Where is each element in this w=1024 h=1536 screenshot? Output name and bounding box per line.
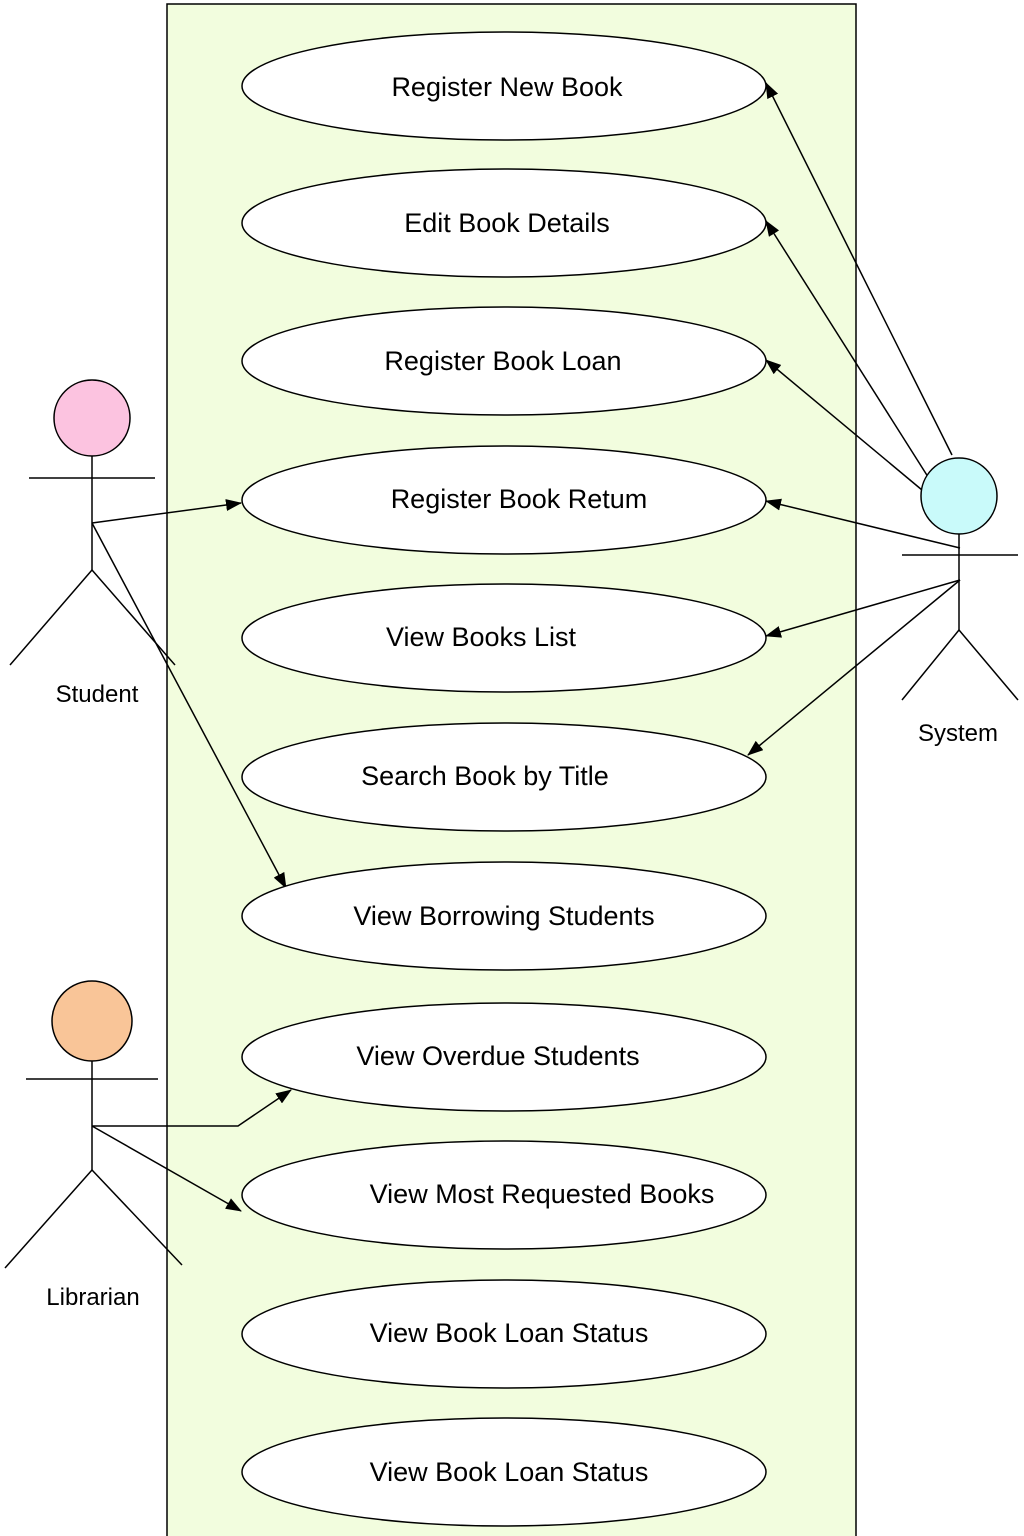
assoc-system-register-new-book [765, 82, 953, 456]
assoc-student-register-book-return [91, 499, 242, 524]
use-case-label: Register New Book [391, 72, 623, 102]
assoc-system-edit-book-details [765, 220, 931, 481]
use-case-view-overdue-students[interactable]: View Overdue Students [241, 1002, 767, 1112]
actor-librarian[interactable]: Librarian [4, 980, 183, 1311]
assoc-system-register-book-return [765, 498, 961, 549]
use-case-edit-book-details[interactable]: Edit Book Details [241, 168, 767, 278]
use-case-label: View Books List [386, 622, 577, 652]
use-case-view-book-loan-status-2[interactable]: View Book Loan Status [241, 1417, 767, 1527]
use-case-label: Edit Book Details [404, 208, 610, 238]
librarian-head [51, 980, 133, 1062]
use-case-label: View Borrowing Students [353, 901, 654, 931]
student-head [53, 379, 131, 457]
assoc-student-view-borrowing-students [91, 522, 287, 889]
use-case-label: View Book Loan Status [370, 1318, 649, 1348]
assoc-system-register-book-loan [765, 359, 923, 491]
assoc-librarian-view-most-requested-books [91, 1125, 242, 1212]
assoc-system-view-books-list [765, 579, 961, 638]
associations-group [91, 82, 961, 1212]
use-case-label: Register Book Retum [391, 484, 648, 514]
use-case-register-book-return[interactable]: Register Book Retum [241, 445, 767, 555]
use-case-view-book-loan-status[interactable]: View Book Loan Status [241, 1279, 767, 1389]
use-case-view-most-requested-books[interactable]: View Most Requested Books [241, 1140, 767, 1250]
use-case-register-book-loan[interactable]: Register Book Loan [241, 306, 767, 416]
actor-label: Student [56, 681, 139, 708]
use-case-label: Search Book by Title [361, 761, 609, 791]
actor-system[interactable]: System [901, 457, 1019, 747]
use-case-label: View Overdue Students [356, 1041, 639, 1071]
system-head [920, 457, 998, 535]
actor-label: Librarian [46, 1284, 139, 1311]
actor-student[interactable]: Student [9, 379, 176, 708]
assoc-system-search-book-by-title [747, 579, 961, 756]
use-case-search-book-by-title[interactable]: Search Book by Title [241, 722, 767, 832]
assoc-librarian-view-overdue-students [92, 1089, 292, 1127]
use-case-view-books-list[interactable]: View Books List [241, 583, 767, 693]
use-case-label: View Most Requested Books [370, 1179, 715, 1209]
use-case-label: View Book Loan Status [370, 1457, 649, 1487]
use-case-label: Register Book Loan [384, 346, 621, 376]
use-case-view-borrowing-students[interactable]: View Borrowing Students [241, 861, 767, 971]
actor-label: System [918, 720, 998, 747]
use-case-register-new-book[interactable]: Register New Book [241, 31, 767, 141]
